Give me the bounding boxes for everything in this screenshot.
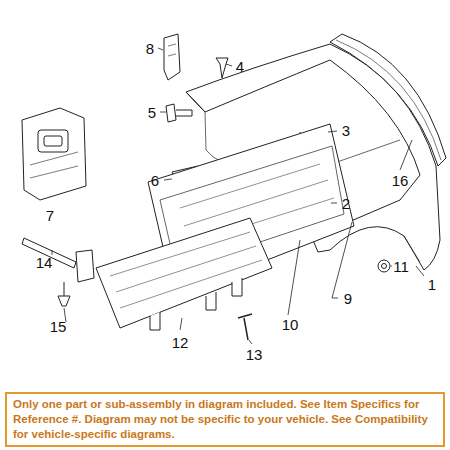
callout-number: 14 — [34, 254, 55, 271]
callout-number: 16 — [390, 172, 411, 189]
notice-text: Only one part or sub-assembly in diagram… — [13, 397, 437, 442]
callout-number: 12 — [170, 334, 191, 351]
callout-number: 3 — [340, 122, 352, 139]
notice-box: Only one part or sub-assembly in diagram… — [5, 392, 445, 447]
callout-number: 5 — [146, 104, 158, 121]
callout-number: 9 — [342, 290, 354, 307]
callout-number: 8 — [144, 40, 156, 57]
callout-number: 10 — [280, 316, 301, 333]
callout-number: 2 — [340, 195, 352, 212]
callout-number: 7 — [44, 207, 56, 224]
callout-number: 6 — [149, 172, 161, 189]
callout-number: 11 — [391, 258, 411, 275]
callout-number: 15 — [48, 318, 69, 335]
callout-number: 1 — [426, 276, 438, 293]
callout-number: 4 — [234, 58, 246, 75]
callout-number: 13 — [244, 346, 265, 363]
